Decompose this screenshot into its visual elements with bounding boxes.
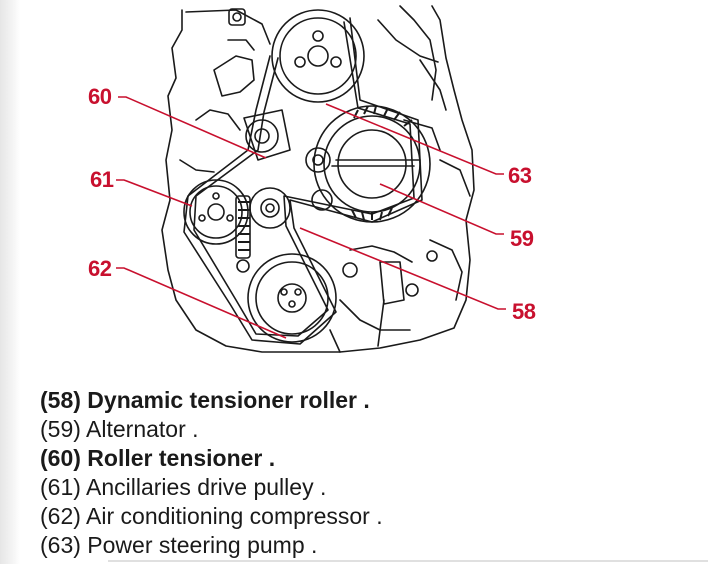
legend-item-61: (61) Ancillaries drive pulley . (40, 474, 327, 500)
bottom-divider (108, 560, 708, 562)
parts-legend: (58) Dynamic tensioner roller . (59) Alt… (40, 386, 700, 560)
left-edge-shadow (0, 0, 20, 564)
callout-63: 63 (508, 163, 532, 188)
callout-60: 60 (88, 84, 112, 109)
engine-belt-diagram: 60 61 62 63 59 58 (88, 5, 536, 353)
callout-58: 58 (512, 299, 536, 324)
callout-59: 59 (510, 226, 534, 251)
callout-61: 61 (90, 167, 114, 192)
legend-item-58: (58) Dynamic tensioner roller . (40, 387, 370, 413)
callout-62: 62 (88, 256, 112, 281)
legend-item-62: (62) Air conditioning compressor . (40, 503, 383, 529)
legend-item-63: (63) Power steering pump . (40, 532, 318, 558)
engine-line-drawing (116, 5, 506, 353)
legend-item-59: (59) Alternator . (40, 416, 199, 442)
legend-item-60: (60) Roller tensioner . (40, 445, 276, 471)
